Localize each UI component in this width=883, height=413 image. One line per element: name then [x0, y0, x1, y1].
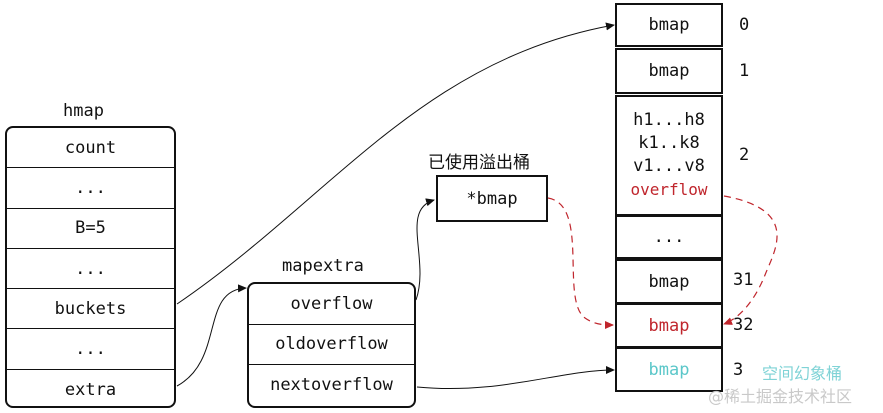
hmap-field-extra: extra [64, 379, 117, 400]
bucket-index-33: 3 [733, 360, 744, 380]
bucket-32: bmap [615, 303, 723, 348]
arrow-bucket2-overflow-to-bmap32 [723, 195, 778, 325]
hmap-field-b: B=5 [7, 209, 174, 249]
watermark-line-2: @稀土掘金技术社区 [708, 387, 853, 406]
bucket-33: bmap [615, 347, 723, 392]
arrow-buckets-to-bmap0 [176, 22, 615, 305]
used-overflow-title: 已使用溢出桶 [428, 153, 530, 173]
bucket-index-32: 32 [733, 315, 754, 335]
hmap-field-buckets: buckets [7, 289, 174, 330]
used-overflow-box: *bmap [436, 175, 548, 222]
mapextra-field-nextoverflow: nextoverflow [270, 375, 393, 396]
bucket-index-31: 31 [733, 270, 754, 290]
mapextra-title: mapextra [282, 256, 364, 276]
hmap-field-ellipsis-3: ... [7, 329, 174, 370]
arrow-overflow-to-used [415, 198, 435, 301]
hmap-title: hmap [63, 101, 104, 121]
bucket-index-1: 1 [739, 61, 750, 81]
watermark-line-1: 空间幻象桶 [762, 364, 843, 383]
bucket-2-tophash: h1...h8 [633, 110, 705, 130]
bucket-index-0: 0 [739, 15, 750, 35]
bucket-ellipsis: ... [615, 215, 723, 259]
mapextra-field-oldoverflow: oldoverflow [249, 325, 414, 366]
bucket-2: h1...h8 k1..k8 v1...v8 overflow [615, 95, 723, 216]
hmap-struct: count ... B=5 ... buckets ... extra [5, 126, 176, 408]
bucket-index-2: 2 [739, 145, 750, 165]
hmap-field-ellipsis-2: ... [7, 249, 174, 290]
bucket-0: bmap [615, 3, 723, 47]
mapextra-struct: overflow oldoverflow nextoverflow [247, 282, 416, 408]
mapextra-field-overflow: overflow [249, 284, 414, 325]
arrow-extra-to-mapextra [176, 284, 247, 387]
hmap-field-ellipsis-1: ... [7, 168, 174, 209]
bucket-2-overflow: overflow [630, 180, 708, 199]
bucket-1: bmap [615, 48, 723, 94]
arrow-used-to-bmap32 [547, 197, 614, 329]
arrow-nextoverflow-to-bmap33 [416, 366, 615, 390]
bucket-2-values: v1...v8 [633, 156, 705, 176]
hmap-field-count: count [7, 128, 174, 169]
bucket-2-keys: k1..k8 [638, 133, 700, 153]
bucket-31: bmap [615, 259, 723, 304]
